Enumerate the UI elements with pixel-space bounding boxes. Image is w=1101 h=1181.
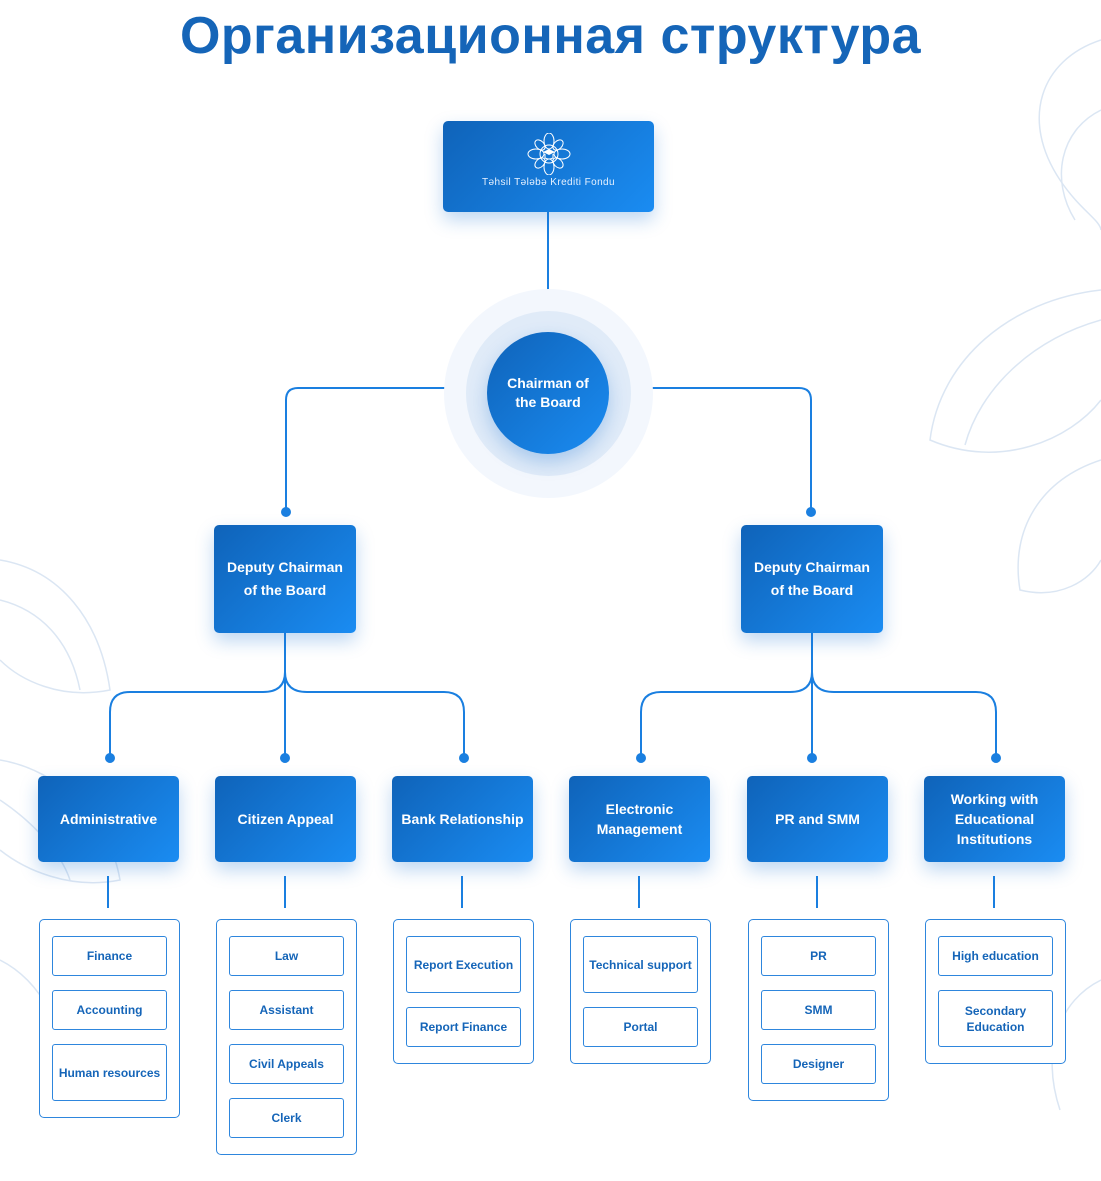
- chairman-label: Chairman of the Board: [507, 375, 589, 410]
- deputy-chairman-node-1: Deputy Chairman of the Board: [214, 525, 356, 633]
- department-node-5-label: PR and SMM: [775, 811, 860, 827]
- org-name: Təhsil Tələbə Krediti Fondu: [482, 177, 615, 188]
- subunit-box: Designer: [761, 1044, 876, 1084]
- connector-line: [631, 387, 812, 512]
- connector-dot: [807, 753, 817, 763]
- connector-line: [811, 671, 997, 758]
- deputy-chairman-node-1-label: Deputy Chairman of the Board: [227, 559, 343, 598]
- connector-dot: [806, 507, 816, 517]
- department-node-2-label: Citizen Appeal: [237, 811, 334, 827]
- org-logo-box: Təhsil Tələbə Krediti Fondu: [443, 121, 654, 212]
- deputy-chairman-node-2: Deputy Chairman of the Board: [741, 525, 883, 633]
- department-node-1: Administrative: [38, 776, 179, 862]
- subunit-group-5: PR SMM Designer: [748, 919, 889, 1101]
- department-node-6-label: Working with Educational Institutions: [950, 791, 1039, 847]
- department-node-3: Bank Relationship: [392, 776, 533, 862]
- connector-line: [640, 671, 813, 758]
- subunit-box: Law: [229, 936, 344, 976]
- subunit-box: Civil Appeals: [229, 1044, 344, 1084]
- page-title: Организационная структура: [179, 7, 922, 65]
- connector-line: [109, 671, 286, 758]
- connector-dot: [991, 753, 1001, 763]
- subunit-box: Finance: [52, 936, 167, 976]
- subunit-box: Technical support: [583, 936, 698, 993]
- subunit-box: SMM: [761, 990, 876, 1030]
- subunit-box: Human resources: [52, 1044, 167, 1101]
- subunit-box: Report Finance: [406, 1007, 521, 1047]
- chairman-node: Chairman of the Board: [487, 332, 609, 454]
- subunit-box: Assistant: [229, 990, 344, 1030]
- department-node-2: Citizen Appeal: [215, 776, 356, 862]
- department-node-3-label: Bank Relationship: [401, 811, 524, 827]
- fund-emblem-icon: [527, 133, 570, 175]
- connector-dot: [280, 753, 290, 763]
- subunit-box: Portal: [583, 1007, 698, 1047]
- subunit-box: Clerk: [229, 1098, 344, 1138]
- subunit-box: Report Execution: [406, 936, 521, 993]
- department-node-1-label: Administrative: [59, 811, 158, 827]
- subunit-box: PR: [761, 936, 876, 976]
- department-node-4-label: Electronic Management: [596, 801, 683, 837]
- subunit-box: Accounting: [52, 990, 167, 1030]
- subunit-box: High education: [938, 936, 1053, 976]
- connector-dot: [459, 753, 469, 763]
- connector-dot: [281, 507, 291, 517]
- subunit-box: Secondary Education: [938, 990, 1053, 1047]
- connector-dot: [105, 753, 115, 763]
- department-node-4: Electronic Management: [569, 776, 710, 862]
- deputy-chairman-node-2-label: Deputy Chairman of the Board: [754, 559, 870, 598]
- connector-line: [284, 671, 465, 758]
- department-node-6: Working with Educational Institutions: [924, 776, 1065, 862]
- connector-dot: [636, 753, 646, 763]
- department-node-5: PR and SMM: [747, 776, 888, 862]
- connector-line: [285, 387, 466, 512]
